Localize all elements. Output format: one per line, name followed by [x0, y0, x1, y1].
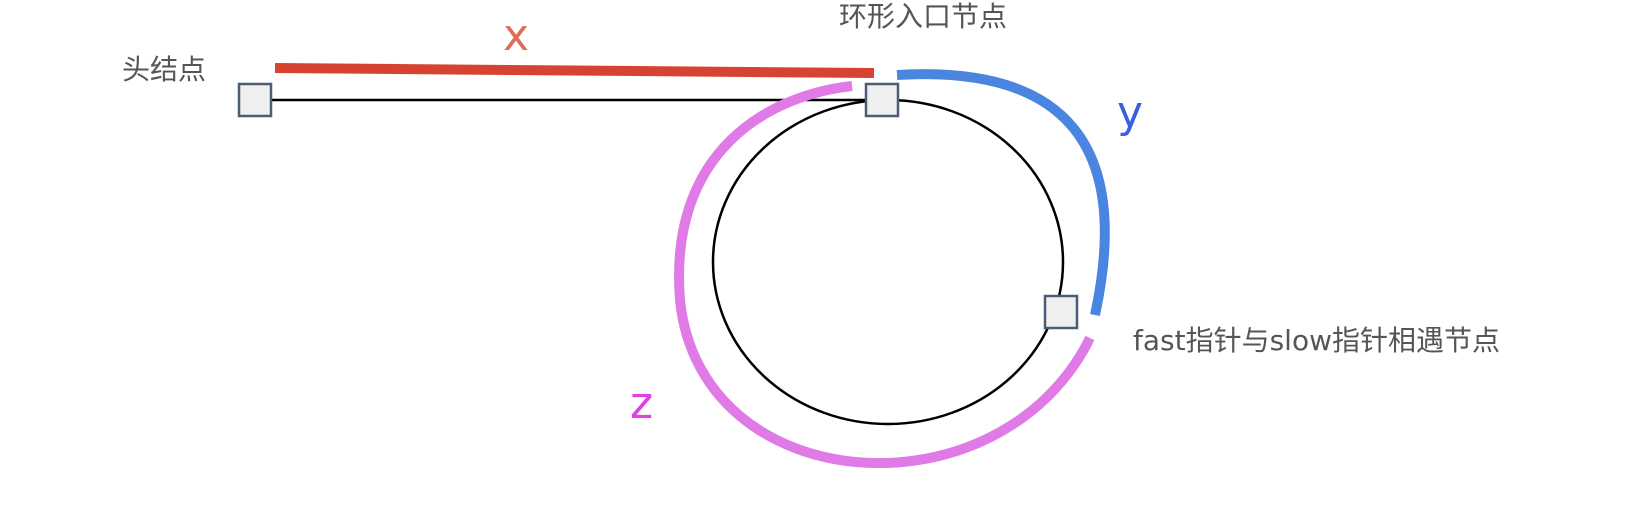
meeting-node-label: fast指针与slow指针相遇节点	[1133, 324, 1500, 357]
head-node-label: 头结点	[122, 53, 206, 86]
head-node	[237, 82, 273, 118]
cycle-ring	[711, 98, 1065, 426]
x-label: x	[503, 10, 529, 61]
meeting-node	[1043, 294, 1079, 330]
z-segment-arc	[674, 81, 1095, 468]
entry-node	[864, 82, 900, 118]
x-segment-line	[274, 63, 875, 78]
y-label: y	[1117, 87, 1143, 138]
y-segment-arc	[896, 69, 1110, 317]
entry-node-label: 环形入口节点	[839, 0, 1007, 33]
z-label: z	[630, 378, 653, 429]
